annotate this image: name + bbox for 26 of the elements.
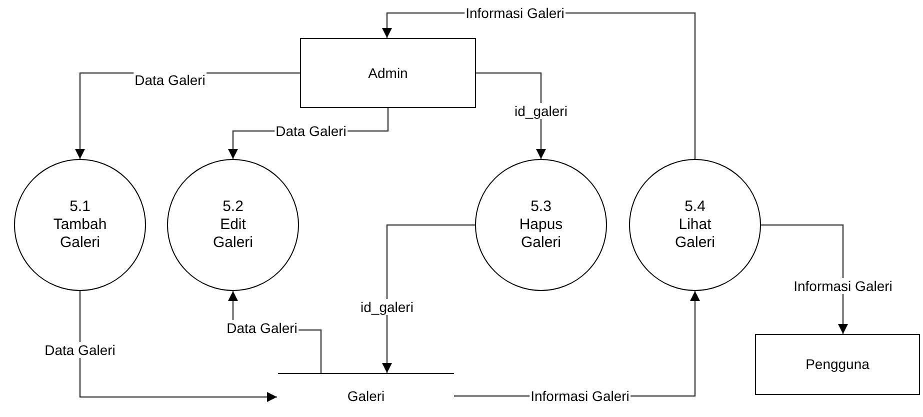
arrow — [382, 224, 476, 374]
node-label: Lihat Galeri — [674, 216, 716, 252]
process-number: 5.4 — [684, 198, 706, 216]
process-number: 5.3 — [530, 198, 552, 216]
edge-label: Data Galeri — [44, 342, 116, 358]
node-label: Admin — [368, 64, 408, 82]
node-label: Pengguna — [806, 356, 870, 373]
node-label: Galeri — [347, 387, 385, 406]
process-number: 5.2 — [222, 198, 244, 216]
edge-label: Informasi Galeri — [464, 5, 566, 21]
edge-label: Informasi Galeri — [792, 278, 894, 294]
entity-box — [755, 334, 920, 395]
entity-box — [300, 38, 476, 108]
process-number: 5.1 — [70, 198, 90, 216]
node-label: Hapus Galeri — [518, 216, 564, 252]
arrow — [760, 224, 848, 334]
node-label: Tambah Galeri — [52, 216, 108, 252]
edge-label: id_galeri — [360, 299, 414, 315]
edge-label: id_galeri — [514, 103, 568, 119]
edge-label: Data Galeri — [274, 123, 348, 139]
node-label: Edit Galeri — [212, 216, 254, 252]
arrow — [80, 290, 278, 402]
arrow — [476, 72, 546, 160]
edge-label: Informasi Galeri — [530, 388, 630, 404]
edge-label: Data Galeri — [134, 72, 206, 88]
edge-label: Data Galeri — [226, 320, 298, 336]
